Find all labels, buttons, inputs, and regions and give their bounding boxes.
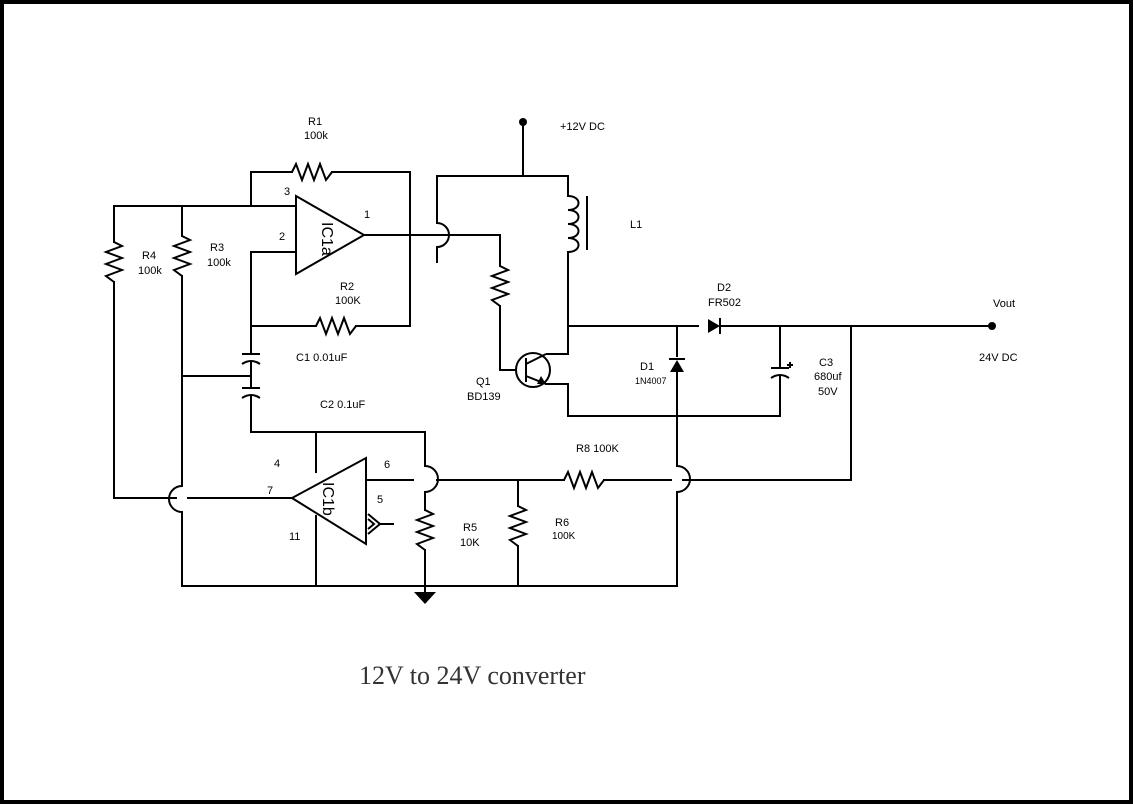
diode-d1-symbol — [669, 358, 685, 372]
q1-ref: Q1 — [476, 376, 491, 388]
r4-ref: R4 — [142, 250, 156, 262]
r1-ref: R1 — [308, 116, 322, 128]
ic1a-ref: IC1a — [318, 222, 335, 256]
d2-ref: D2 — [717, 282, 731, 294]
c2-label: C2 0.1uF — [320, 399, 366, 411]
ic1a-pin-3: 3 — [284, 186, 290, 198]
resistor-r1-symbol — [291, 161, 333, 183]
resistor-r5-symbol — [414, 509, 436, 551]
vout-voltage: 24V DC — [979, 352, 1018, 364]
d2-value: FR502 — [708, 297, 741, 309]
ic1a-pin-2: 2 — [279, 231, 285, 243]
d1-value: 1N4007 — [635, 376, 667, 386]
resistor-r8-symbol — [563, 469, 605, 491]
ic1a-pin-1: 1 — [364, 209, 370, 221]
d1-ref: D1 — [640, 361, 654, 373]
ic1b-pin-4: 4 — [274, 458, 280, 470]
wires — [113, 122, 993, 595]
capacitor-c1-symbol — [241, 353, 261, 365]
schematic-diagram: +12V DC R1 100k 3 2 1 IC1a R4 100k R3 10… — [103, 116, 1018, 690]
r1-value: 100k — [304, 130, 328, 142]
inductor-l1-symbol — [567, 195, 588, 253]
r6-ref: R6 — [555, 517, 569, 529]
r3-ref: R3 — [210, 242, 224, 254]
opamp-ic1a-symbol — [295, 194, 367, 276]
c3-value: 680uf — [814, 371, 842, 383]
r6-value: 100K — [552, 531, 576, 542]
ground-symbol — [414, 592, 436, 604]
opamp-ic1b-symbol — [290, 456, 394, 546]
r4-value: 100k — [138, 265, 162, 277]
l1-ref: L1 — [630, 219, 642, 231]
resistor-r4-symbol — [103, 241, 125, 283]
vout-terminal-dot — [988, 322, 996, 330]
r5-ref: R5 — [463, 522, 477, 534]
diode-d2-symbol — [708, 318, 721, 334]
r2-value: 100K — [335, 295, 361, 307]
r8-label: R8 100K — [576, 443, 619, 455]
diagram-title: 12V to 24V converter — [359, 661, 586, 690]
ic1b-pin-11: 11 — [289, 531, 300, 543]
vout-label: Vout — [993, 298, 1015, 310]
transistor-q1-symbol — [515, 352, 568, 388]
ic1b-pin-6: 6 — [384, 459, 390, 471]
resistor-base-symbol — [489, 265, 511, 307]
r2-ref: R2 — [340, 281, 354, 293]
r5-value: 10K — [460, 537, 480, 549]
resistor-r3-symbol — [171, 235, 193, 277]
c3-voltage: 50V — [818, 386, 838, 398]
r3-value: 100k — [207, 257, 231, 269]
resistor-r2-symbol — [315, 315, 357, 337]
c3-ref: C3 — [819, 357, 833, 369]
resistor-r6-symbol — [507, 505, 529, 547]
ic1b-pin-7: 7 — [267, 485, 273, 497]
capacitor-c3-symbol — [770, 362, 793, 379]
capacitor-c2-symbol — [241, 387, 261, 399]
supply-label: +12V DC — [560, 121, 605, 133]
q1-value: BD139 — [467, 391, 501, 403]
supply-terminal-dot — [519, 118, 527, 126]
c1-label: C1 0.01uF — [296, 352, 348, 364]
ic1b-pin-5: 5 — [377, 494, 383, 506]
ic1b-ref: IC1b — [319, 482, 336, 516]
